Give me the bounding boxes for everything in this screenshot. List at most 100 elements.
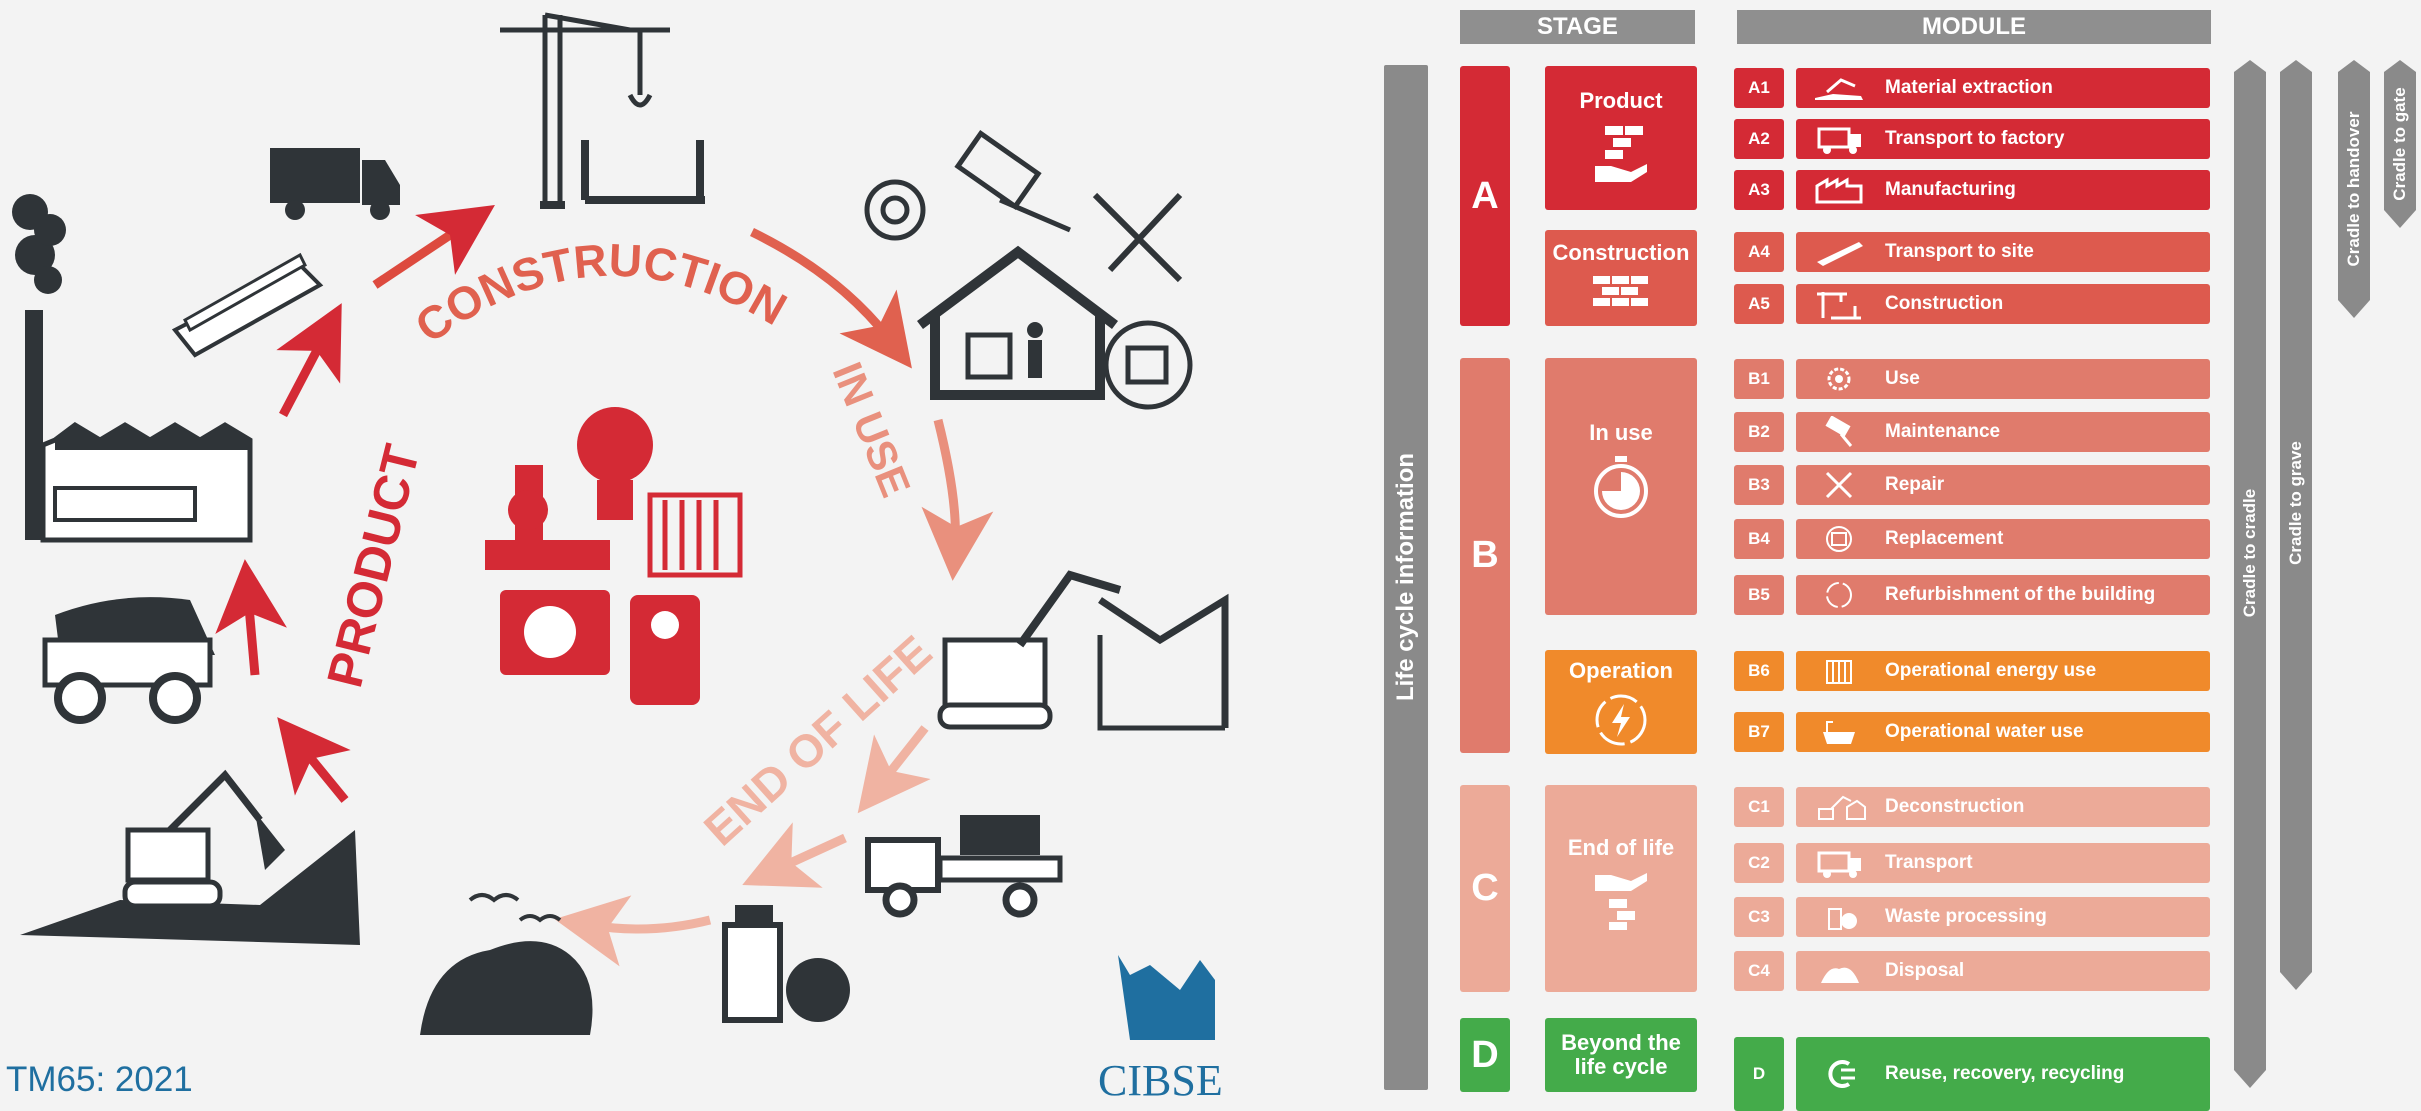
- truck-icon: [1808, 847, 1870, 879]
- module-code-c3: C3: [1734, 897, 1784, 937]
- module-label: Deconstruction: [1885, 796, 2025, 817]
- module-label: Maintenance: [1885, 421, 2001, 442]
- stage-header: STAGE: [1460, 10, 1695, 44]
- tools-icon: [1808, 469, 1870, 501]
- module-label: Repair: [1885, 474, 1945, 495]
- module-row-b6: Operational energy use: [1796, 651, 2210, 691]
- stage-label: Operation: [1569, 658, 1673, 683]
- cibse-logo: CIBSE: [1098, 955, 1223, 1105]
- stage-product: Product: [1545, 66, 1697, 210]
- dump-truck-icon: [42, 597, 215, 724]
- landfill-icon: [1808, 955, 1870, 987]
- cycle-label-construction: CONSTRUCTION: [406, 234, 796, 353]
- module-label: Transport to factory: [1885, 128, 2065, 149]
- module-row-a2: Transport to factory: [1796, 119, 2210, 159]
- radiator-icon: [647, 492, 743, 578]
- module-row-b1: Use: [1796, 359, 2210, 399]
- gear-icon: [864, 179, 926, 241]
- module-row-c4: Disposal: [1796, 951, 2210, 991]
- module-row-a3: Manufacturing: [1796, 170, 2210, 210]
- lightbulb-icon: [577, 407, 653, 520]
- module-code-a2: A2: [1734, 119, 1784, 159]
- module-header: MODULE: [1737, 10, 2211, 44]
- refresh-circle-icon: [1808, 579, 1870, 611]
- stage-end-of-life: End of life: [1545, 785, 1697, 992]
- module-label: Material extraction: [1885, 77, 2053, 98]
- life-cycle-information-label: Life cycle information: [1392, 452, 1419, 702]
- module-code-b6: B6: [1734, 651, 1784, 691]
- cycle-arrow: [372, 205, 495, 289]
- cycle-arrow: [276, 303, 342, 418]
- stage-label: Beyond the life cycle: [1561, 1030, 1681, 1079]
- scope-bar-cradle-to-handover: [2338, 60, 2370, 318]
- scope-arrows: [2234, 60, 2416, 1088]
- demolition-icon: [1808, 791, 1870, 823]
- cycle-arrow: [921, 418, 994, 581]
- stage-construction: Construction: [1545, 230, 1697, 326]
- module-label: Transport to site: [1885, 241, 2034, 262]
- stage-beyond-life-cycle: Beyond the life cycle: [1545, 1018, 1697, 1092]
- stage-operation: Operation: [1545, 650, 1697, 754]
- module-code-b4: B4: [1734, 519, 1784, 559]
- group-letter-b: B: [1460, 358, 1510, 753]
- module-label: Operational energy use: [1885, 660, 2097, 681]
- module-code-b7: B7: [1734, 712, 1784, 752]
- module-row-b4: Replacement: [1796, 519, 2210, 559]
- module-code-c2: C2: [1734, 843, 1784, 883]
- module-row-c3: Waste processing: [1796, 897, 2210, 937]
- energy-icon: [1595, 694, 1647, 746]
- module-code-b1: B1: [1734, 359, 1784, 399]
- radiator-icon: [1808, 655, 1870, 687]
- module-code-b3: B3: [1734, 465, 1784, 505]
- group-letter-d: D: [1460, 1018, 1510, 1092]
- life-cycle-illustration: PRODUCT CONSTRUCTION IN USE END OF LIFE: [12, 12, 1229, 1105]
- scope-bar-cradle-to-cradle: [2234, 60, 2266, 1088]
- scope-label-cradle-to-gate: Cradle to gate: [2390, 87, 2409, 201]
- bricks-icon: [1593, 276, 1648, 306]
- scope-label-cradle-to-handover: Cradle to handover: [2344, 111, 2363, 267]
- stage-in-use: In use: [1545, 358, 1697, 615]
- stopwatch-icon: [1594, 456, 1648, 518]
- module-row-b7: Operational water use: [1796, 712, 2210, 752]
- factory-icon: [1808, 174, 1870, 206]
- module-code-d: D: [1734, 1037, 1784, 1111]
- lorry-icon: [270, 148, 400, 220]
- cycle-arrow: [277, 717, 351, 803]
- life-cycle-information-bar: [1384, 65, 1428, 1090]
- module-label: Refurbishment of the building: [1885, 584, 2156, 605]
- factory-icon: [12, 194, 253, 543]
- replace-box-icon: [1808, 523, 1870, 555]
- hand-bricks-icon: [1595, 873, 1647, 930]
- module-row-c1: Deconstruction: [1796, 787, 2210, 827]
- paint-roller-icon: [1808, 416, 1870, 448]
- waste-bin-icon: [722, 905, 850, 1023]
- scope-label-cradle-to-cradle: Cradle to cradle: [2240, 488, 2259, 618]
- scope-bar-cradle-to-gate: [2384, 60, 2416, 228]
- document-reference: TM65: 2021: [6, 1060, 193, 1099]
- landfill-icon: [420, 893, 593, 1035]
- crane-icon: [1808, 288, 1870, 320]
- cycle-arrow: [750, 227, 912, 369]
- module-label: Reuse, recovery, recycling: [1885, 1063, 2125, 1084]
- module-label: Disposal: [1885, 960, 1965, 981]
- excavator-icon: [20, 769, 360, 945]
- cycle-arrow: [554, 895, 712, 967]
- house-interior-icon: [917, 245, 1119, 400]
- module-row-d: Reuse, recovery, recycling: [1796, 1037, 2210, 1111]
- module-label: Transport: [1885, 852, 1973, 873]
- cycle-label-in-use: IN USE: [824, 356, 920, 503]
- module-label: Waste processing: [1885, 906, 2047, 927]
- gear-icon: [1808, 363, 1870, 395]
- module-code-c4: C4: [1734, 951, 1784, 991]
- cycle-arrow: [215, 559, 288, 676]
- module-code-b5: B5: [1734, 575, 1784, 615]
- group-letter-a: A: [1460, 66, 1510, 326]
- replace-box-icon: [1103, 320, 1193, 410]
- module-row-a5: Construction: [1796, 284, 2210, 324]
- svg-text:CONSTRUCTION: CONSTRUCTION: [406, 234, 796, 353]
- module-label: Construction: [1885, 293, 2004, 314]
- hand-bricks-icon: [1595, 126, 1647, 182]
- module-label: Manufacturing: [1885, 179, 2016, 200]
- module-row-b5: Refurbishment of the building: [1796, 575, 2210, 615]
- boiler-icon: [630, 595, 700, 705]
